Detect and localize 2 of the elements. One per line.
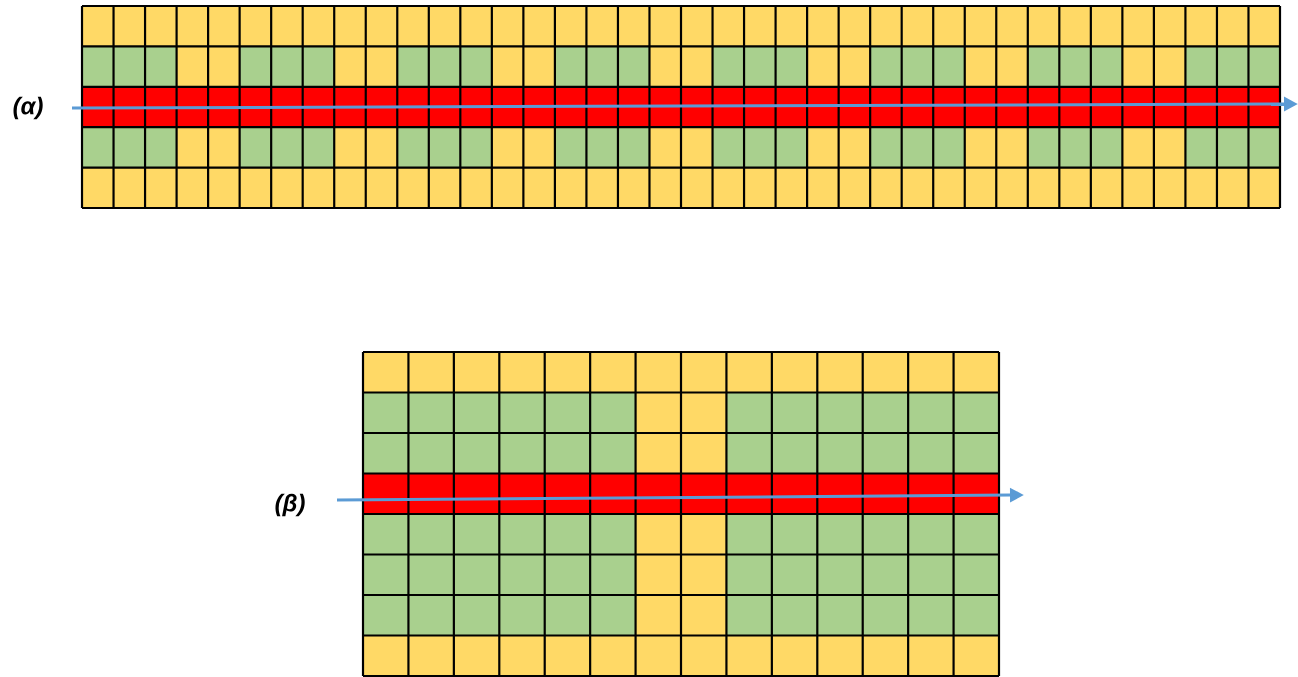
label: (β) — [275, 493, 305, 517]
label: (α) — [13, 96, 43, 120]
